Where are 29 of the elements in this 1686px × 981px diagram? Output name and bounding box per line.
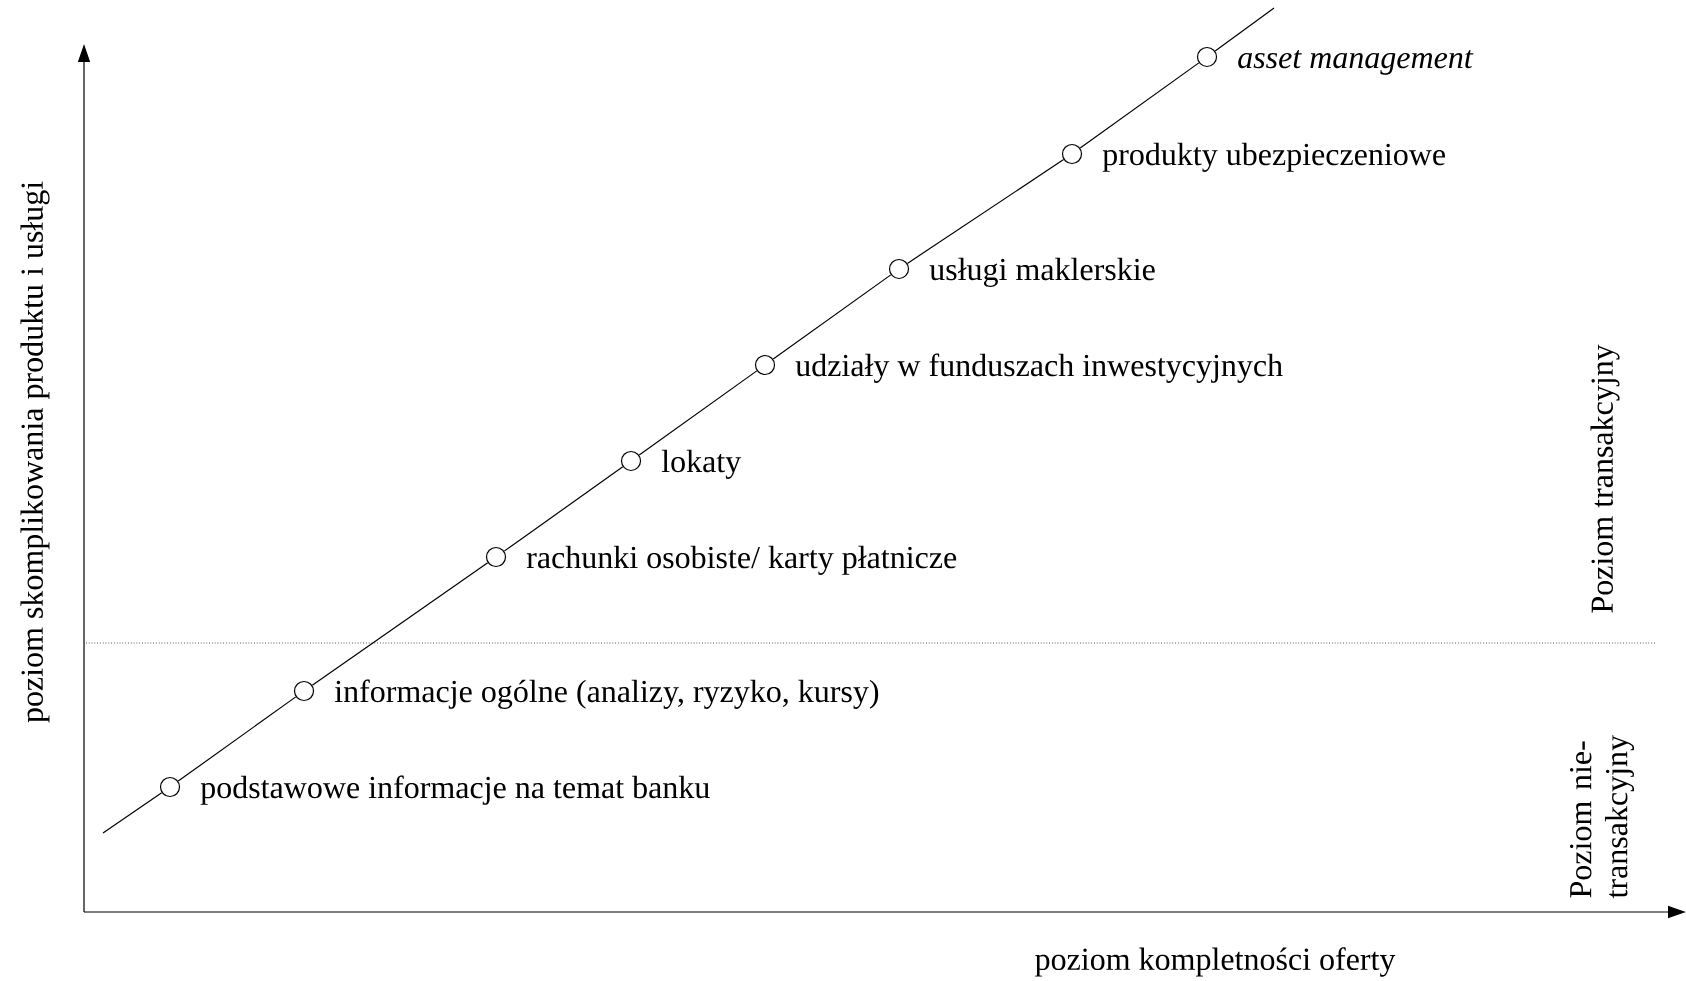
trend-line [311, 562, 489, 686]
point-marker [620, 450, 642, 472]
point-label: produkty ubezpieczeniowe [1102, 142, 1445, 172]
point-marker [754, 354, 776, 376]
trend-line [102, 792, 163, 834]
point-label: udziały w funduszach inwestycyjnych [795, 353, 1283, 383]
point-marker [159, 776, 181, 798]
point-label: podstawowe informacje na temat banku [200, 775, 710, 805]
trend-line [906, 158, 1065, 264]
point-label: usługi maklerskie [929, 257, 1155, 287]
point-label: informacje ogólne (analizy, ryzyko, kursy) [334, 679, 879, 709]
point-marker [1196, 46, 1218, 68]
axis-label: Poziom transakcyjny [1590, 344, 1620, 613]
axis-label: poziom skomplikowania produktu i usługi [20, 181, 50, 723]
point-marker [485, 546, 507, 568]
trend-line [772, 274, 892, 360]
trend-line [638, 370, 758, 456]
point-label: asset management [1238, 50, 1474, 75]
trend-line [503, 466, 624, 552]
point-marker [293, 680, 315, 702]
point-marker [1061, 143, 1083, 165]
trend-line [177, 696, 297, 782]
axis-label: Poziom nie- transakcyjny [1569, 735, 1635, 899]
point-label: rachunki osobiste/ karty płatnicze [526, 545, 957, 575]
axis-label: poziom kompletności oferty [1035, 947, 1396, 977]
trend-line [1214, 7, 1275, 52]
trend-line [1079, 62, 1200, 149]
point-marker [888, 258, 910, 280]
point-label: lokaty [661, 449, 742, 479]
